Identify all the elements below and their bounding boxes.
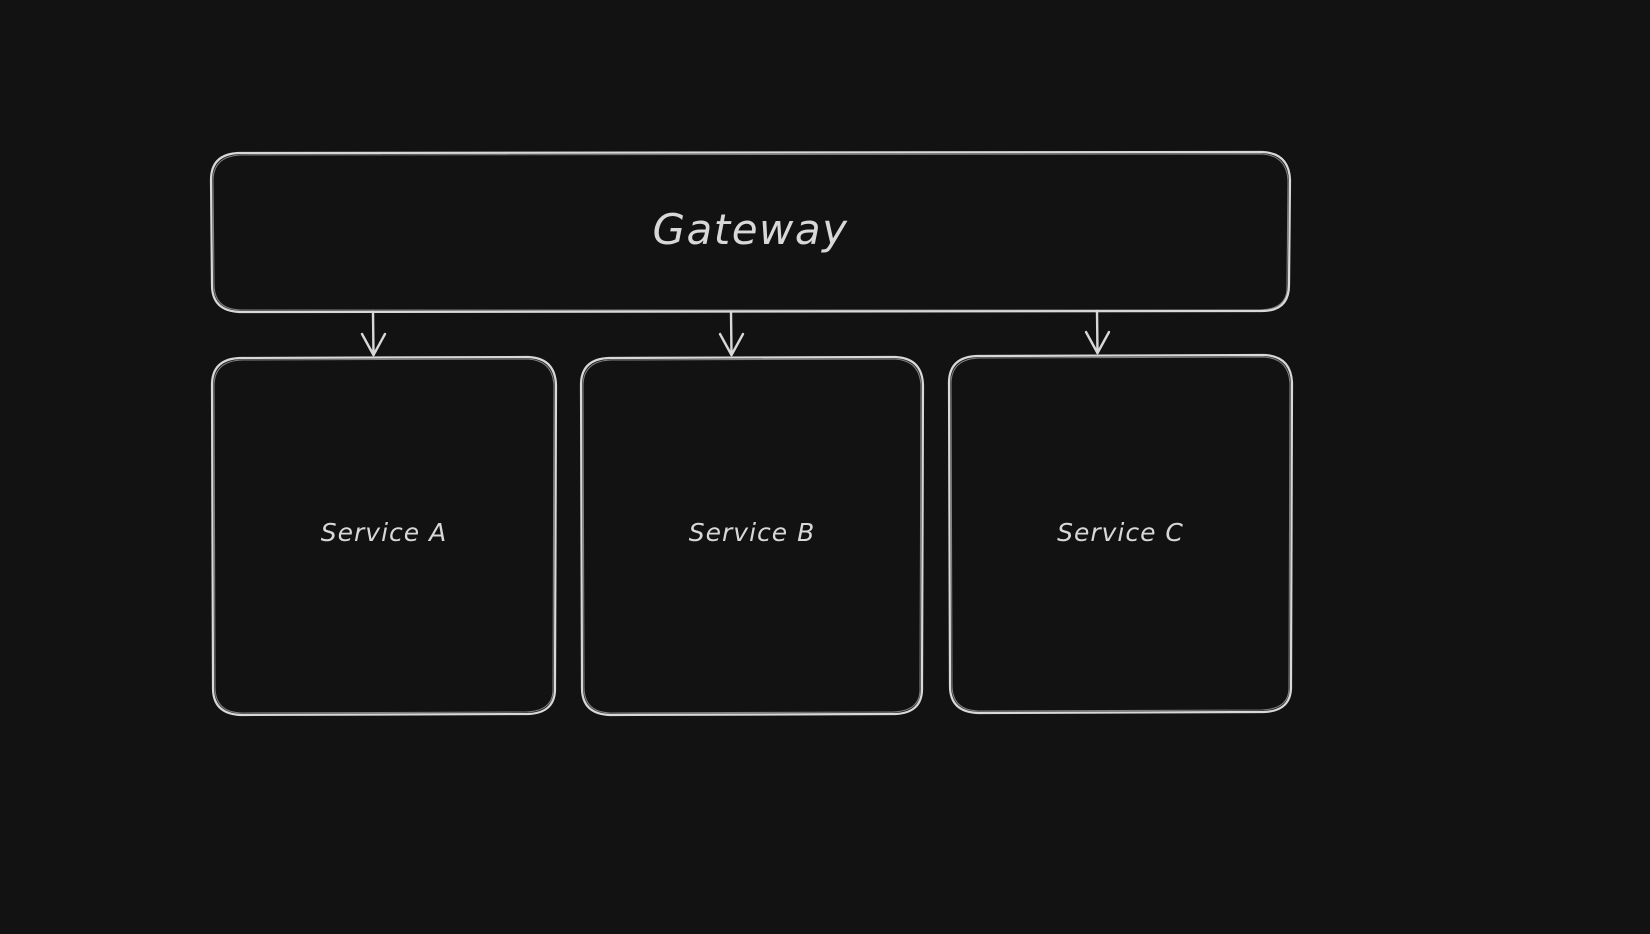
service-a-label: Service A	[320, 518, 448, 547]
gateway-label: Gateway	[652, 205, 849, 254]
connector-b-line	[729, 310, 733, 357]
connector-c-line	[1095, 309, 1099, 355]
node-gateway[interactable]	[209, 150, 1292, 314]
service-c-box-outline-sketch	[950, 356, 1291, 712]
node-service-a[interactable]	[210, 355, 558, 717]
gateway-box-outline	[209, 150, 1292, 314]
service-b-box-outline-sketch	[582, 358, 922, 714]
connector-gateway-to-service-c[interactable]	[1084, 309, 1111, 355]
connector-gateway-to-service-a[interactable]	[360, 310, 387, 357]
gateway-box-outline-sketch	[212, 153, 1289, 311]
connector-a-arrowhead	[360, 332, 387, 357]
connector-b-arrowhead	[718, 332, 745, 357]
service-a-box-outline-sketch	[213, 358, 555, 714]
connector-a-line	[371, 310, 375, 357]
service-b-box-outline	[579, 355, 925, 717]
connector-c-arrowhead	[1084, 330, 1111, 355]
service-b-label: Service B	[688, 518, 816, 547]
node-service-c[interactable]	[947, 353, 1294, 715]
service-c-label: Service C	[1057, 518, 1184, 547]
connector-gateway-to-service-b[interactable]	[718, 310, 745, 357]
service-c-box-outline	[947, 353, 1294, 715]
service-a-box-outline	[210, 355, 558, 717]
node-service-b[interactable]	[579, 355, 925, 717]
